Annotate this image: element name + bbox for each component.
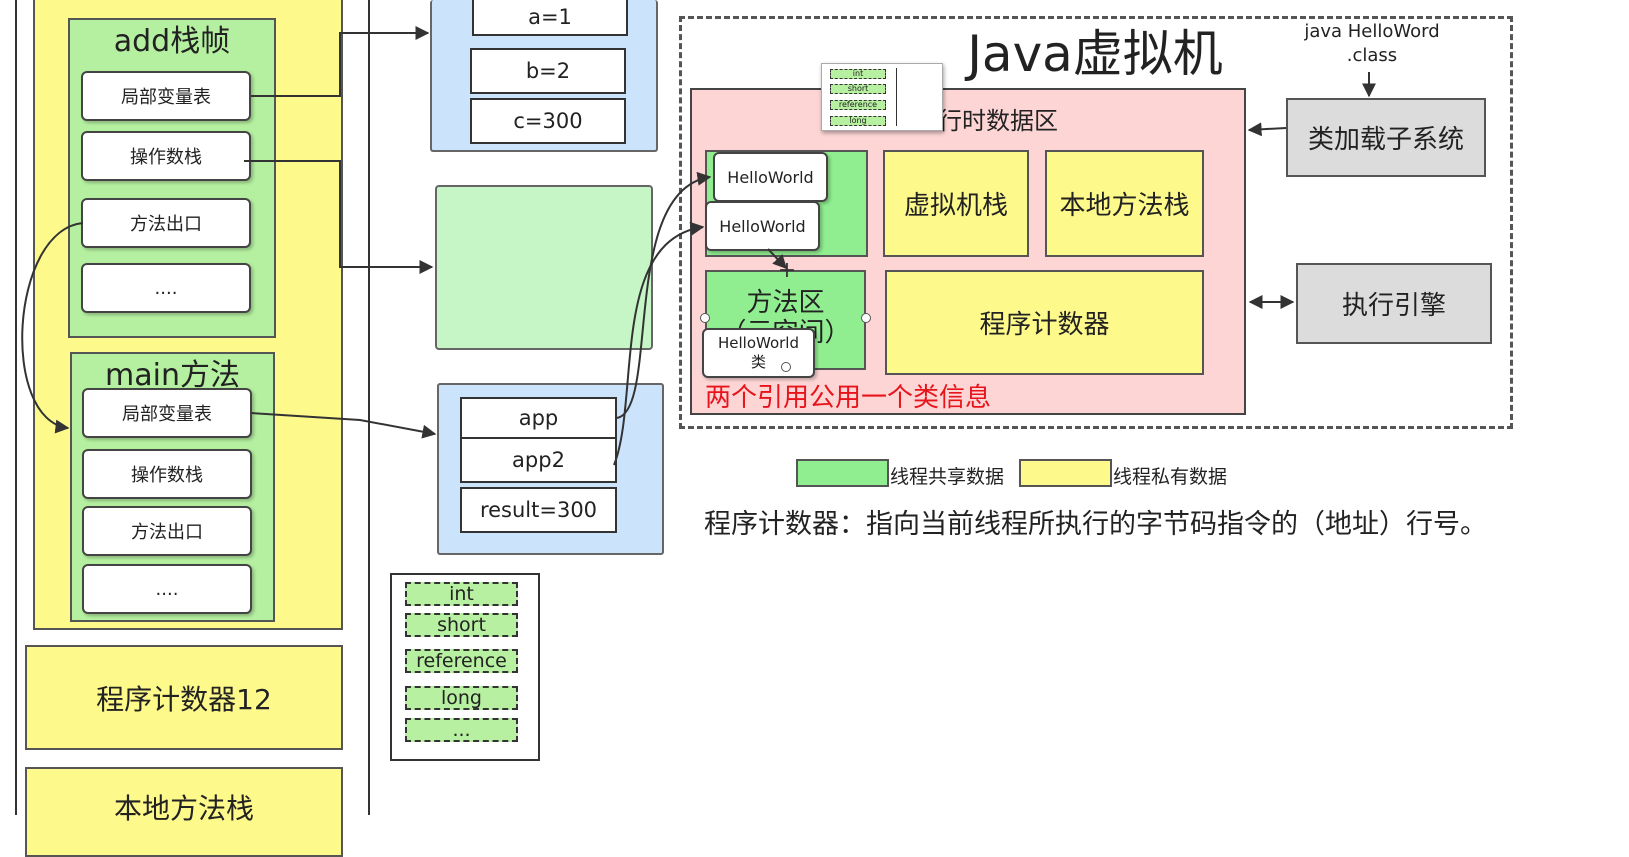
execution-engine: 执行引擎 [1296,263,1492,344]
mini-type-short: short [830,84,886,94]
main-operand-stack: 操作数栈 [82,449,252,499]
add-local-var-table: 局部变量表 [81,71,251,121]
mini-type-long: long [830,116,886,126]
main-local-var-table: 局部变量表 [82,388,252,438]
runtime-data-area-label: 行时数据区 [938,106,1058,135]
legend-shared-swatch [796,459,889,487]
jvm-vm-stack: 虚拟机栈 [883,150,1029,257]
main-local-app: app [460,397,617,439]
shared-class-annotation: 两个引用公用一个类信息 [705,383,992,413]
heap-object-2: HelloWorld [705,201,820,251]
main-local-app2: app2 [460,437,617,483]
thumbnail-divider [896,68,897,126]
main-local-result: result=300 [460,487,617,533]
main-method-exit: 方法出口 [82,506,252,556]
jvm-title: Java虚拟机 [967,25,1223,83]
add-method-exit: 方法出口 [81,198,251,248]
main-frame-title: main方法 [105,358,240,393]
mini-type-int: int [830,69,886,79]
legend-private-label: 线程私有数据 [1113,466,1228,488]
jvm-command: java HelloWord .class [1304,21,1440,66]
heap-object-1: HelloWorld [713,152,828,202]
type-list-thumbnail[interactable]: int short reference long [821,63,943,131]
legend-shared-label: 线程共享数据 [890,466,1005,488]
mini-type-reference: reference [830,100,886,110]
class-info: HelloWorld 类 [702,328,815,378]
add-local-c: c=300 [470,98,626,144]
jvm-program-counter: 程序计数器 [885,270,1204,375]
type-long: long [405,686,518,710]
type-short: short [405,613,518,637]
type-more: ... [405,718,518,742]
method-area-move-handle[interactable]: + [777,258,797,283]
type-int: int [405,582,518,606]
add-frame-title: add栈帧 [113,24,231,59]
add-local-a: a=1 [472,0,628,36]
class-loader-subsystem: 类加载子系统 [1286,98,1486,177]
thread-border [15,0,370,815]
thread-native-method-stack: 本地方法栈 [25,767,343,857]
operand-stack-panel [435,185,653,350]
selection-handle-left[interactable] [700,313,710,323]
main-more: .... [82,564,252,614]
thread-program-counter: 程序计数器12 [25,645,343,750]
add-local-b: b=2 [470,48,626,94]
legend-private-swatch [1019,459,1112,487]
type-reference: reference [405,649,518,673]
jvm-native-method-stack: 本地方法栈 [1045,150,1204,257]
add-operand-stack: 操作数栈 [81,131,251,181]
selection-handle-right[interactable] [861,313,871,323]
program-counter-note: 程序计数器：指向当前线程所执行的字节码指令的（地址）行号。 [704,509,1487,540]
selection-handle-bottom[interactable] [781,362,791,372]
add-more: .... [81,263,251,313]
